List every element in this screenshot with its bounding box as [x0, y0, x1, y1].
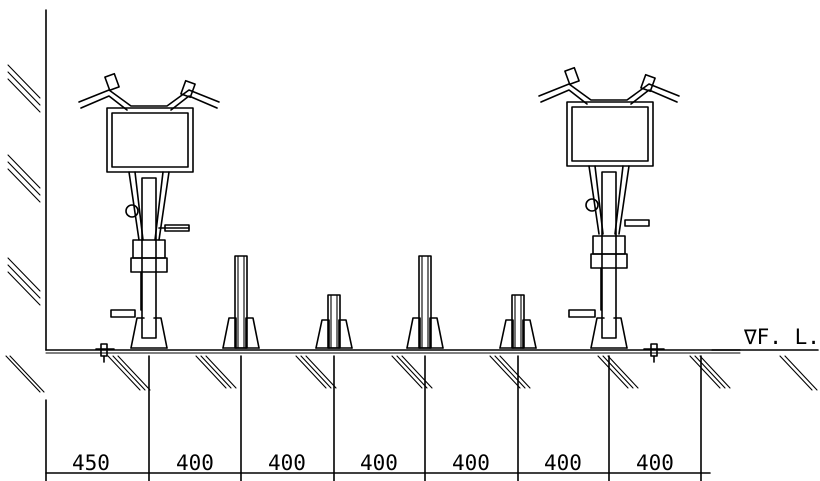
anchor-bolt-right: [643, 343, 665, 363]
dimension-label: 400: [268, 451, 306, 475]
dimension-label: 400: [176, 451, 214, 475]
dimension-label: 400: [544, 451, 582, 475]
dimension-label: 400: [452, 451, 490, 475]
dimension-label: 450: [72, 451, 110, 475]
dimension-label: 400: [636, 451, 674, 475]
wall: [7, 9, 47, 351]
floor-level-label: ∇F. L.: [743, 325, 820, 349]
rack-stand-tall-1: [222, 255, 260, 349]
anchor-bolt-left: [95, 343, 115, 363]
floor: [5, 349, 819, 393]
wall-hatching: [7, 64, 41, 306]
dimension-label: 400: [360, 451, 398, 475]
dimension-line: [45, 355, 711, 481]
rack-stand-short-1: [315, 294, 353, 349]
bicycle-left: [78, 72, 220, 349]
bicycle-right: [538, 66, 680, 349]
floor-hatching: [5, 355, 818, 393]
rack-stand-tall-2: [406, 255, 444, 349]
rack-stand-short-2: [499, 294, 537, 349]
dimension-labels: 450 400 400 400 400 400 400: [72, 451, 674, 475]
